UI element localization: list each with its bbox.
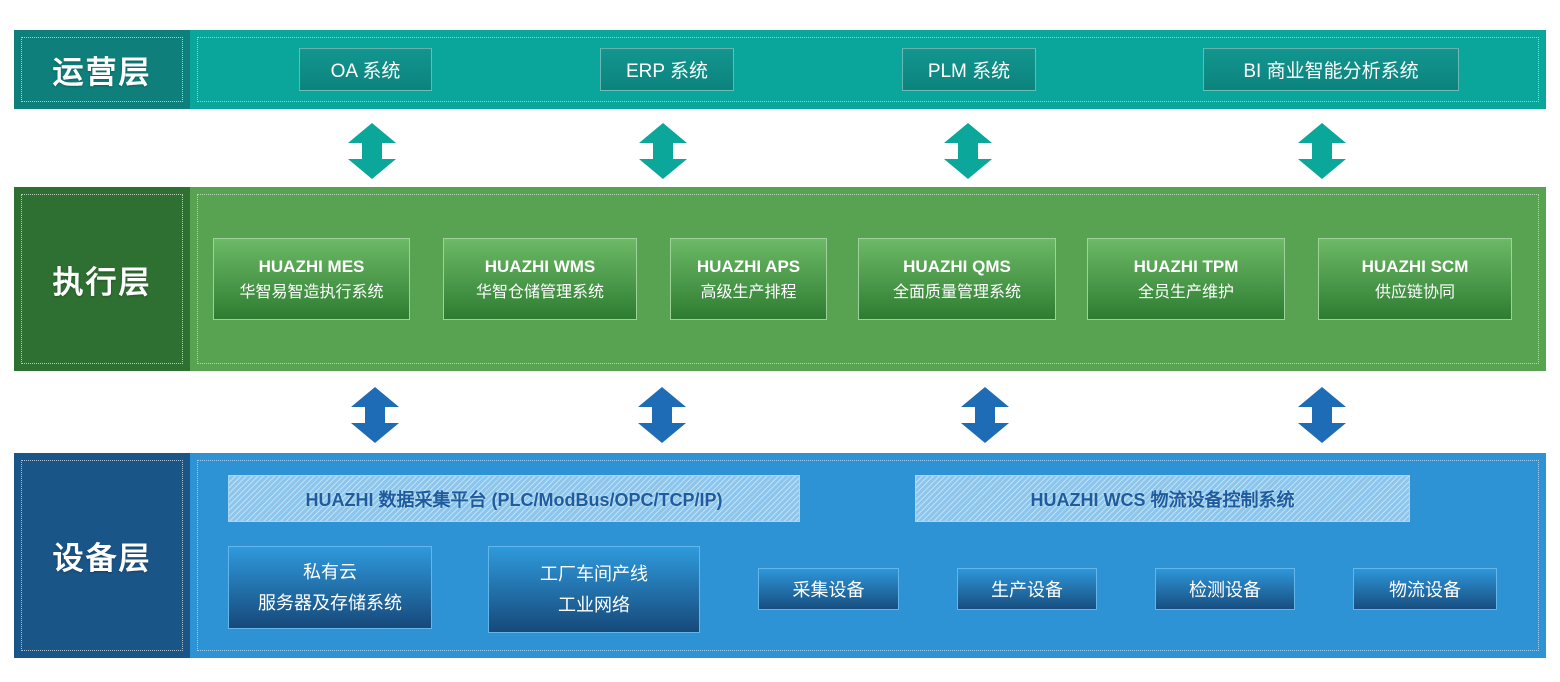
up-down-arrow-icon (1298, 387, 1346, 443)
system-box-title: HUAZHI WMS (484, 257, 596, 277)
up-down-arrow-icon (639, 123, 687, 179)
operations-layer-label: 运营层 (14, 30, 190, 109)
up-down-arrow-icon (351, 387, 399, 443)
device-box-label: 检测设备 (1189, 580, 1261, 600)
system-box-oa: OA 系统 (299, 48, 432, 91)
system-box-title: HUAZHI QMS (903, 257, 1011, 277)
system-box-erp: ERP 系统 (600, 48, 734, 91)
system-box-aps: HUAZHI APS 高级生产排程 (670, 238, 827, 320)
system-box-label: BI 商业智能分析系统 (1243, 61, 1419, 82)
system-box-title: HUAZHI TPM (1133, 257, 1239, 277)
system-box-subtitle: 高级生产排程 (700, 283, 797, 301)
device-box-label: 采集设备 (792, 580, 865, 600)
device-box-label: 物流设备 (1389, 580, 1461, 600)
platform-bar-label: HUAZHI WCS 物流设备控制系统 (1030, 489, 1295, 510)
infra-box-line2: 服务器及存储系统 (258, 592, 402, 613)
system-box-mes: HUAZHI MES 华智易智造执行系统 (213, 238, 410, 320)
execution-layer-label: 执行层 (14, 187, 190, 371)
system-box-label: OA 系统 (330, 61, 401, 82)
system-box-subtitle: 华智仓储管理系统 (475, 283, 604, 301)
device-layer-bar: 设备层 HUAZHI 数据采集平台 (PLC/ModBus/OPC/TCP/IP… (14, 453, 1546, 658)
system-box-subtitle: 全面质量管理系统 (892, 283, 1021, 301)
system-box-bi: BI 商业智能分析系统 (1203, 48, 1459, 91)
device-layer-title: 设备层 (52, 541, 152, 576)
system-box-title: HUAZHI MES (258, 257, 365, 277)
infra-box-line2: 工业网络 (558, 594, 630, 615)
infra-box-factory-network: 工厂车间产线 工业网络 (488, 546, 700, 633)
platform-bar-data-collection: HUAZHI 数据采集平台 (PLC/ModBus/OPC/TCP/IP) (228, 475, 800, 522)
device-box-inspection: 检测设备 (1155, 568, 1295, 610)
up-down-arrow-icon (638, 387, 686, 443)
system-box-wms: HUAZHI WMS 华智仓储管理系统 (443, 238, 637, 320)
system-box-subtitle: 全员生产维护 (1137, 283, 1234, 301)
device-box-production: 生产设备 (957, 568, 1097, 610)
up-down-arrow-icon (348, 123, 396, 179)
infra-box-line1: 私有云 (303, 561, 357, 582)
system-box-title: HUAZHI SCM (1361, 257, 1469, 277)
up-down-arrow-icon (961, 387, 1009, 443)
system-box-tpm: HUAZHI TPM 全员生产维护 (1087, 238, 1285, 320)
system-box-scm: HUAZHI SCM 供应链协同 (1318, 238, 1512, 320)
system-box-plm: PLM 系统 (902, 48, 1036, 91)
execution-layer-title: 执行层 (52, 264, 152, 300)
up-down-arrow-icon (1298, 123, 1346, 179)
device-box-logistics: 物流设备 (1353, 568, 1497, 610)
system-box-subtitle: 华智易智造执行系统 (239, 283, 384, 301)
system-box-label: PLM 系统 (927, 61, 1011, 82)
up-down-arrow-icon (944, 123, 992, 179)
system-box-label: ERP 系统 (625, 61, 708, 82)
infra-box-line1: 工厂车间产线 (540, 563, 648, 584)
infra-box-private-cloud: 私有云 服务器及存储系统 (228, 546, 432, 629)
platform-bar-wcs: HUAZHI WCS 物流设备控制系统 (915, 475, 1410, 522)
execution-layer-bar: 执行层 HUAZHI MES 华智易智造执行系统 HUAZHI WMS 华智仓储… (14, 187, 1546, 371)
system-box-subtitle: 供应链协同 (1374, 283, 1455, 301)
platform-bar-label: HUAZHI 数据采集平台 (PLC/ModBus/OPC/TCP/IP) (305, 489, 723, 510)
operations-layer-title: 运营层 (52, 55, 152, 90)
device-layer-label: 设备层 (14, 453, 190, 658)
system-box-qms: HUAZHI QMS 全面质量管理系统 (858, 238, 1056, 320)
system-box-title: HUAZHI APS (696, 257, 801, 277)
device-box-collection: 采集设备 (758, 568, 899, 610)
device-box-label: 生产设备 (991, 580, 1063, 600)
operations-layer-bar: 运营层 OA 系统 ERP 系统 PLM 系统 BI 商业智能分析系统 (14, 30, 1546, 109)
